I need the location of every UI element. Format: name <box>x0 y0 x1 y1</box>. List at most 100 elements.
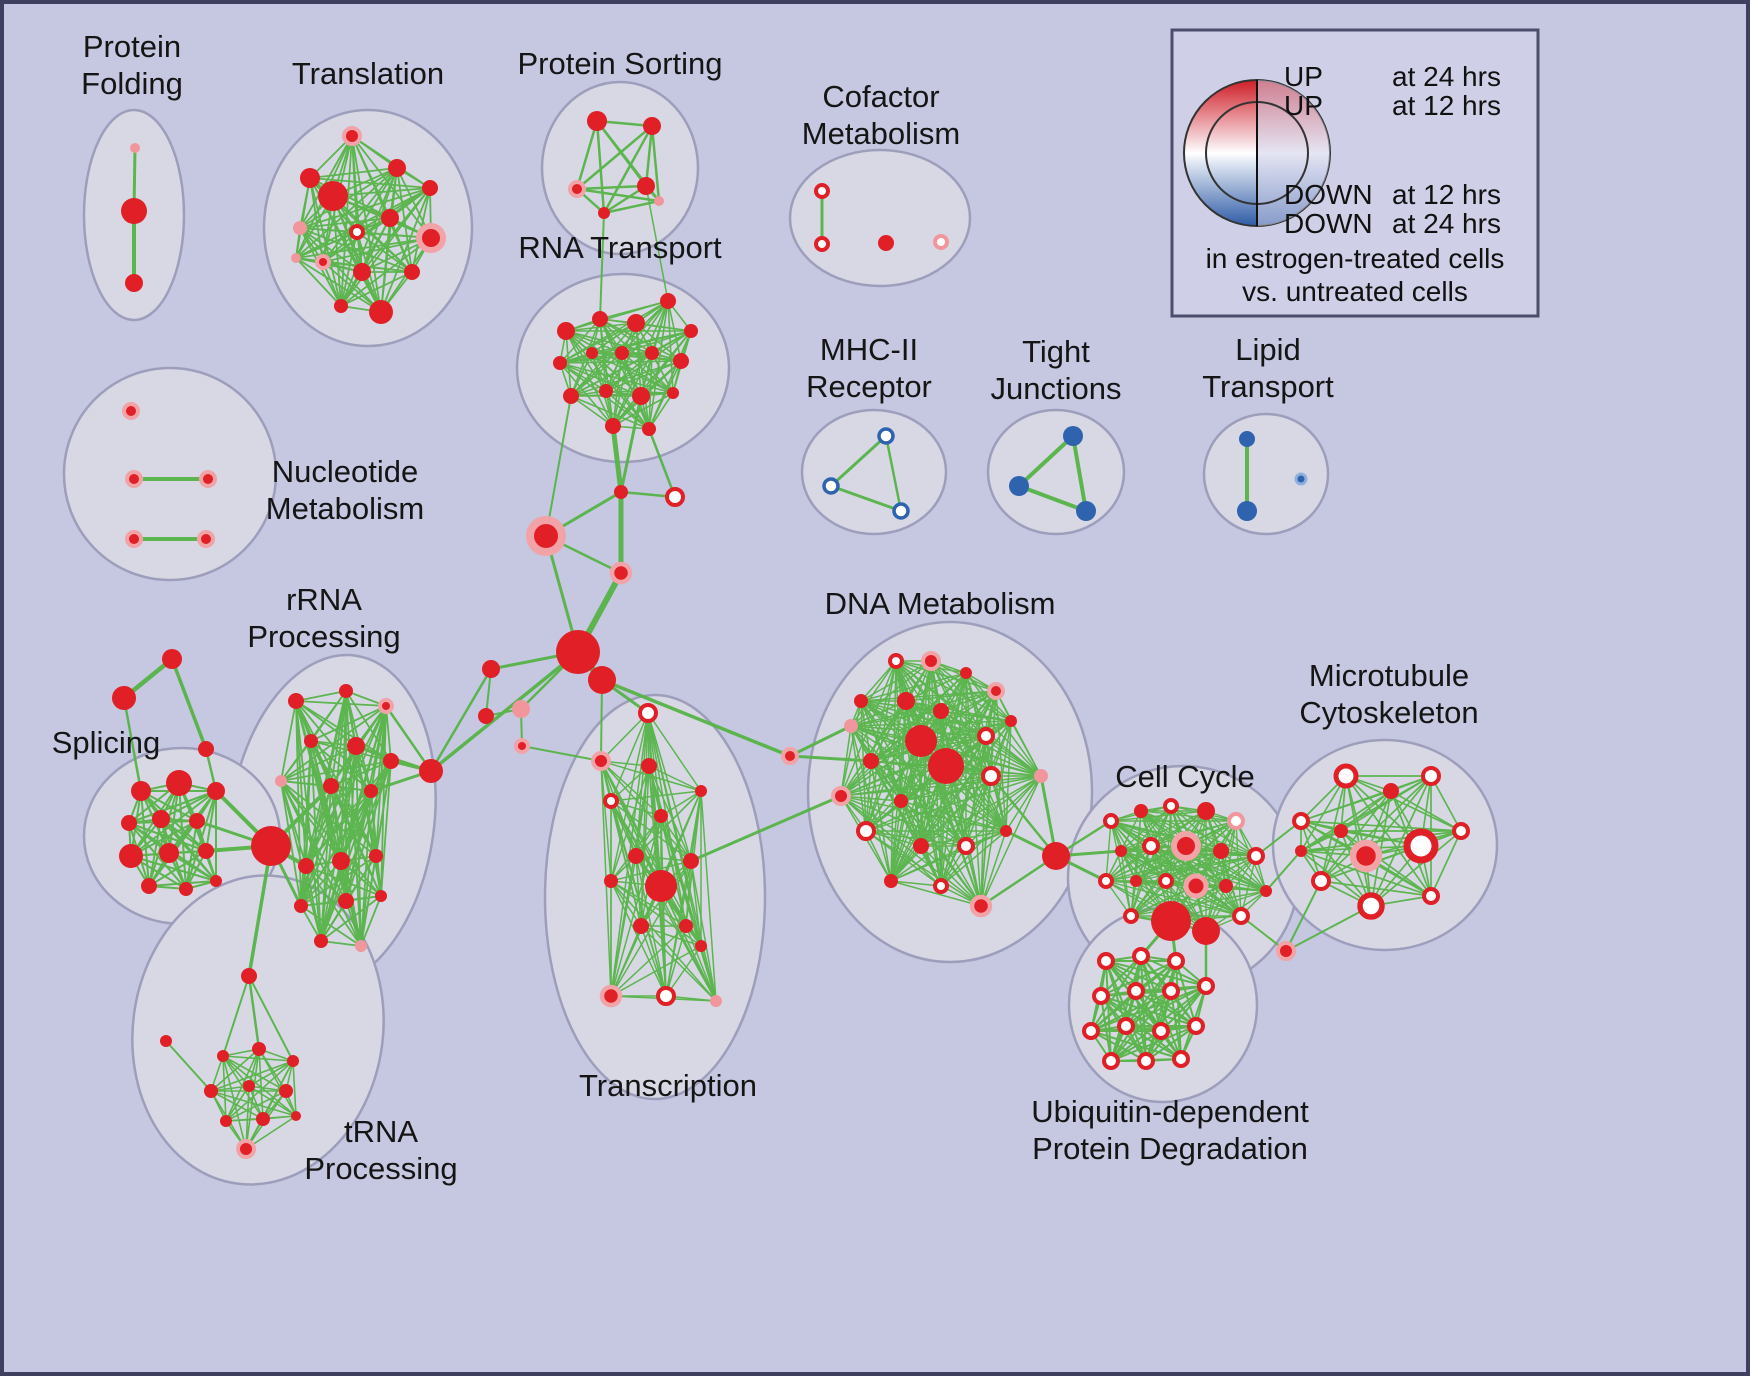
edge <box>185 820 198 890</box>
legend-direction-label: UP <box>1284 61 1323 92</box>
network-node <box>969 894 993 918</box>
edge <box>140 790 198 822</box>
network-node <box>642 422 656 436</box>
edge <box>610 815 662 997</box>
network-node <box>1232 907 1250 925</box>
network-node <box>628 848 644 864</box>
network-node <box>599 984 623 1008</box>
edge <box>965 775 992 847</box>
legend-time-label: at 24 hrs <box>1392 61 1501 92</box>
edge <box>1340 830 1432 897</box>
edge <box>1130 885 1227 917</box>
edge <box>840 700 862 797</box>
network-node <box>645 346 659 360</box>
edge <box>1150 845 1227 887</box>
edge <box>600 760 662 817</box>
network-node <box>1076 501 1096 521</box>
network-node <box>381 209 399 227</box>
edge <box>890 775 992 882</box>
edge <box>247 974 261 1051</box>
edge <box>570 360 682 397</box>
network-node <box>892 502 910 520</box>
network-node <box>695 940 707 952</box>
edge <box>890 672 967 882</box>
legend-caption: vs. untreated cells <box>1242 276 1468 307</box>
edge <box>292 1060 297 1117</box>
edge <box>300 790 372 907</box>
network-node <box>125 274 143 292</box>
network-node <box>667 387 679 399</box>
edge <box>295 257 342 307</box>
network-node <box>844 719 858 733</box>
edge <box>689 794 843 863</box>
edge <box>299 187 431 229</box>
edge <box>610 925 642 997</box>
edge <box>860 660 932 702</box>
edge <box>222 1055 297 1117</box>
edge <box>840 700 907 797</box>
edge <box>610 880 642 927</box>
network-node <box>1092 987 1110 1005</box>
edge <box>667 300 682 362</box>
edge <box>245 1048 260 1150</box>
edge <box>1430 830 1462 897</box>
edge <box>128 822 187 890</box>
edge <box>610 880 687 927</box>
network-node <box>1247 847 1265 865</box>
edge <box>602 124 654 215</box>
network-node <box>1162 982 1180 1000</box>
network-node <box>553 356 567 370</box>
edge <box>610 855 637 997</box>
network-node <box>1102 1052 1120 1070</box>
cluster-label: DNA Metabolism <box>825 586 1056 621</box>
edge <box>130 855 217 882</box>
edge <box>647 427 677 499</box>
cluster-ellipse-lt <box>1202 412 1330 536</box>
network-node <box>1239 431 1255 447</box>
network-node <box>1403 828 1439 864</box>
edge <box>640 925 717 1002</box>
network-node <box>217 1050 229 1062</box>
network-node <box>298 858 314 874</box>
network-node <box>204 1084 218 1098</box>
network-node <box>591 751 611 771</box>
network-node <box>112 686 136 710</box>
edge <box>905 690 997 702</box>
edge <box>309 167 398 179</box>
edge <box>788 754 873 763</box>
network-node <box>1422 887 1440 905</box>
cluster-ellipse-nm <box>62 366 278 582</box>
network-node <box>913 838 929 854</box>
network-node <box>1009 476 1029 496</box>
cluster-label: Cell Cycle <box>1115 759 1255 794</box>
network-node <box>1171 831 1201 861</box>
network-node <box>1357 892 1385 920</box>
edge <box>360 855 377 947</box>
network-node <box>814 236 830 252</box>
edge <box>384 704 433 773</box>
network-node <box>604 874 618 888</box>
network-node <box>1103 813 1119 829</box>
network-node <box>364 784 378 798</box>
edge <box>330 760 392 787</box>
network-node <box>342 126 362 146</box>
edge <box>570 392 674 397</box>
edge <box>305 865 322 942</box>
edge <box>965 775 1042 847</box>
network-node <box>383 753 399 769</box>
network-node <box>162 649 182 669</box>
edge <box>610 712 649 802</box>
network-node <box>1452 822 1470 840</box>
edge <box>1150 845 1257 857</box>
edge <box>640 925 702 947</box>
network-node <box>977 727 995 745</box>
edge <box>1110 1025 1197 1062</box>
edge <box>1300 850 1372 907</box>
network-node <box>1421 766 1441 786</box>
network-node <box>1172 1050 1190 1068</box>
network-node <box>279 1084 293 1098</box>
edge <box>1120 810 1207 852</box>
